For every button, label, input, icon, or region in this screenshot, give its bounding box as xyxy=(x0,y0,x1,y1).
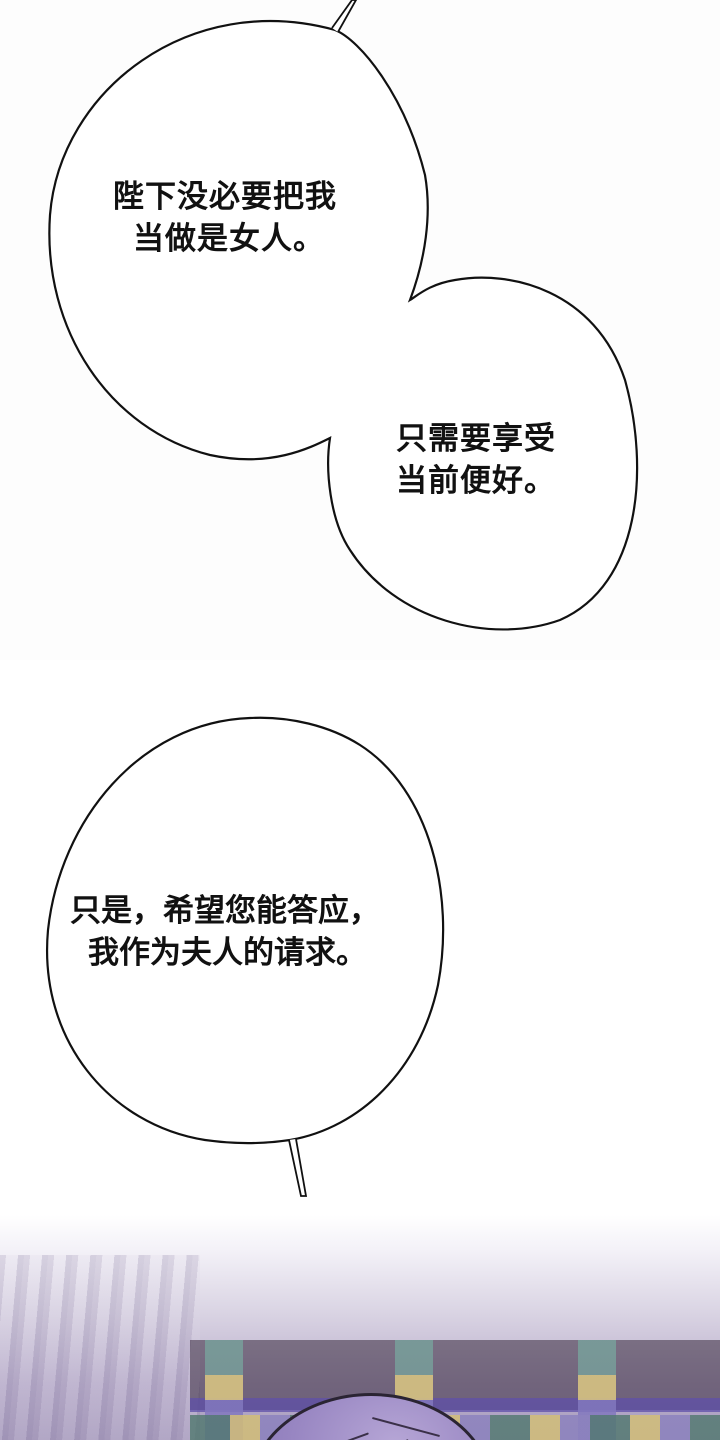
speech-bubble-3-outline xyxy=(45,716,445,1145)
speech-bubbles-layer xyxy=(45,0,639,1197)
speech-bubble-3-tail xyxy=(288,1138,308,1197)
dialogue-line: 我作为夫人的请求。 xyxy=(88,935,367,971)
dialogue-line: 当做是女人。 xyxy=(133,221,325,257)
comic-panel-3-artwork xyxy=(0,1215,720,1440)
speech-bubble-1-tail xyxy=(331,0,358,33)
speech-bubble-1-outline xyxy=(48,19,639,631)
speech-bubble-3-text: 只是，希望您能答应， 我作为夫人的请求。 xyxy=(70,890,380,974)
dialogue-line: 只是，希望您能答应， xyxy=(70,893,380,929)
dialogue-line: 陛下没必要把我 xyxy=(113,179,337,215)
speech-bubble-1-text: 陛下没必要把我 当做是女人。 xyxy=(113,176,337,260)
hair-strand xyxy=(371,1416,441,1438)
dialogue-line: 当前便好。 xyxy=(396,463,556,499)
dialogue-line: 只需要享受 xyxy=(396,421,556,457)
speech-bubble-2-text: 只需要享受 当前便好。 xyxy=(396,418,556,502)
curtain-drape xyxy=(0,1255,200,1440)
hair-strand xyxy=(293,1432,369,1440)
beam-stripe xyxy=(190,1398,720,1412)
